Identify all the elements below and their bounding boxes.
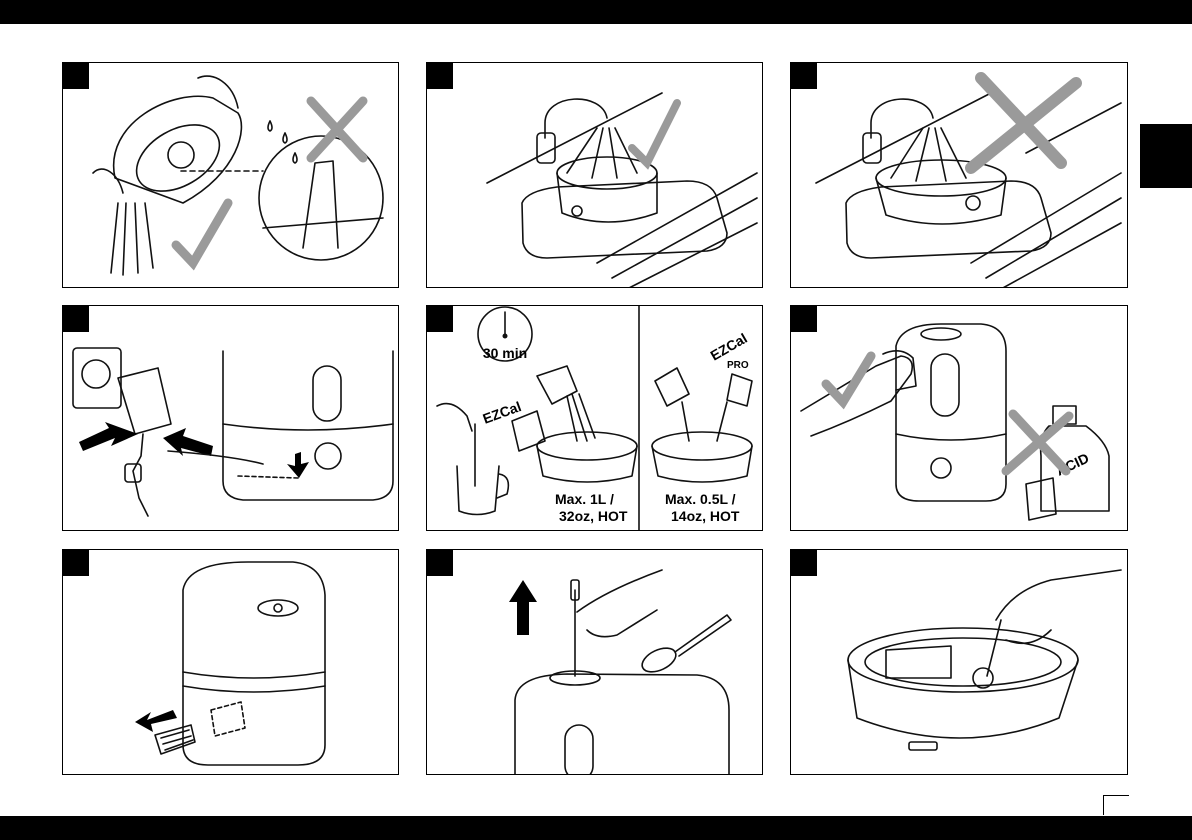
step-illustration (427, 550, 763, 775)
note-right-line1: Max. 0.5L / (665, 491, 736, 507)
arrow-icon (79, 422, 138, 451)
page-number-box (1103, 795, 1129, 815)
step-illustration (63, 63, 399, 288)
arrow-icon (509, 580, 537, 635)
brand-sub-right: PRO (727, 360, 749, 371)
check-icon (632, 103, 677, 163)
step-number-badge (791, 63, 817, 89)
cross-icon (1006, 414, 1069, 471)
step-panel-7 (62, 549, 399, 775)
step-illustration (791, 63, 1128, 288)
step-number-badge (791, 306, 817, 332)
step-illustration (427, 63, 763, 288)
step-panel-4 (62, 305, 399, 531)
step-number-badge (427, 550, 453, 576)
step-illustration (63, 550, 399, 775)
step-panel-6: ACID (790, 305, 1128, 531)
step-number-badge (63, 550, 89, 576)
note-left-line1: Max. 1L / (555, 491, 614, 507)
step-panel-2 (426, 62, 763, 288)
check-icon (826, 356, 871, 402)
top-bar (0, 0, 1192, 24)
language-tab (1140, 124, 1192, 188)
step-panel-9 (790, 549, 1128, 775)
plug-icon (118, 368, 171, 434)
cross-icon (971, 78, 1076, 168)
check-icon (176, 203, 228, 263)
step-panel-1 (62, 62, 399, 288)
step-number-badge (791, 550, 817, 576)
brand-label-right: EZCal (708, 330, 750, 364)
step-number-badge (63, 306, 89, 332)
note-left-line2: 32oz, HOT (559, 508, 628, 524)
timer-label: 30 min (483, 345, 527, 361)
arrow-icon (135, 710, 177, 732)
faucet-icon (871, 99, 933, 138)
step-panel-5: 30 min EZCal Max. 1L / 32oz, HOT EZCal P… (426, 305, 763, 531)
step-panel-8 (426, 549, 763, 775)
note-right-line2: 14oz, HOT (671, 508, 740, 524)
step-illustration (791, 550, 1128, 775)
step-number-badge (427, 306, 453, 332)
brand-label-left: EZCal (481, 398, 524, 427)
step-illustration (63, 306, 399, 531)
step-illustration: ACID (791, 306, 1128, 531)
step-number-badge (63, 63, 89, 89)
step-illustration: 30 min EZCal Max. 1L / 32oz, HOT EZCal P… (427, 306, 763, 531)
faucet-icon (545, 99, 607, 138)
socket-icon (73, 348, 121, 408)
bottom-bar (0, 816, 1192, 840)
step-panel-3 (790, 62, 1128, 288)
step-number-badge (427, 63, 453, 89)
